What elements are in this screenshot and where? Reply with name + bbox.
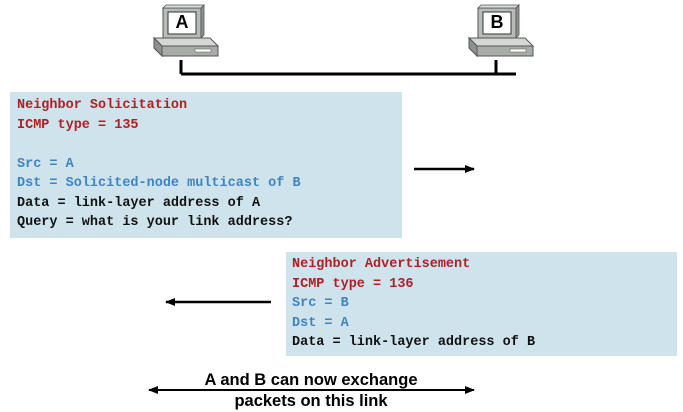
solicitation-src: Src = A [17,156,74,172]
advertisement-icmp-type: ICMP type = 136 [292,276,414,292]
computer-a-icon [152,4,220,74]
footer-line-2: packets on this link [234,392,388,410]
footer-caption: A and B can now exchange packets on this… [150,370,472,412]
solicitation-dst: Dst = Solicited-node multicast of B [17,176,301,191]
solicitation-data: Data = link-layer address of A [17,195,261,211]
advertisement-src: Src = B [292,296,349,311]
computer-b-icon [467,4,535,74]
neighbor-solicitation-box: Neighbor Solicitation ICMP type = 135 Sr… [10,92,402,238]
solicitation-title: Neighbor Solicitation [17,98,188,113]
host-a-label: A [175,12,189,32]
footer-line-1: A and B can now exchange [204,371,418,389]
neighbor-advertisement-box: Neighbor Advertisement ICMP type = 136 S… [286,252,677,356]
solicitation-icmp-type: ICMP type = 135 [17,117,139,133]
host-b-label: B [490,12,504,32]
advertisement-title: Neighbor Advertisement [292,257,471,272]
advertisement-data: Data = link-layer address of B [292,335,536,350]
solicitation-query: Query = what is your link address? [17,215,293,230]
advertisement-dst: Dst = A [292,315,349,331]
